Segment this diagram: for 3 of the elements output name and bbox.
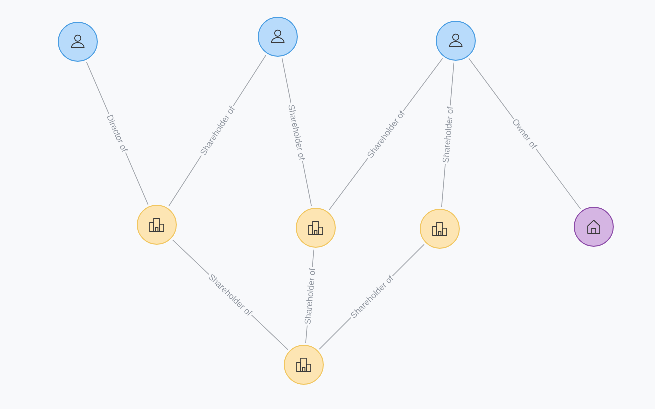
edge-label: Shareholder of xyxy=(441,105,455,165)
edge-label: Shareholder of xyxy=(287,102,308,162)
edge-label: Shareholder of xyxy=(303,266,317,326)
